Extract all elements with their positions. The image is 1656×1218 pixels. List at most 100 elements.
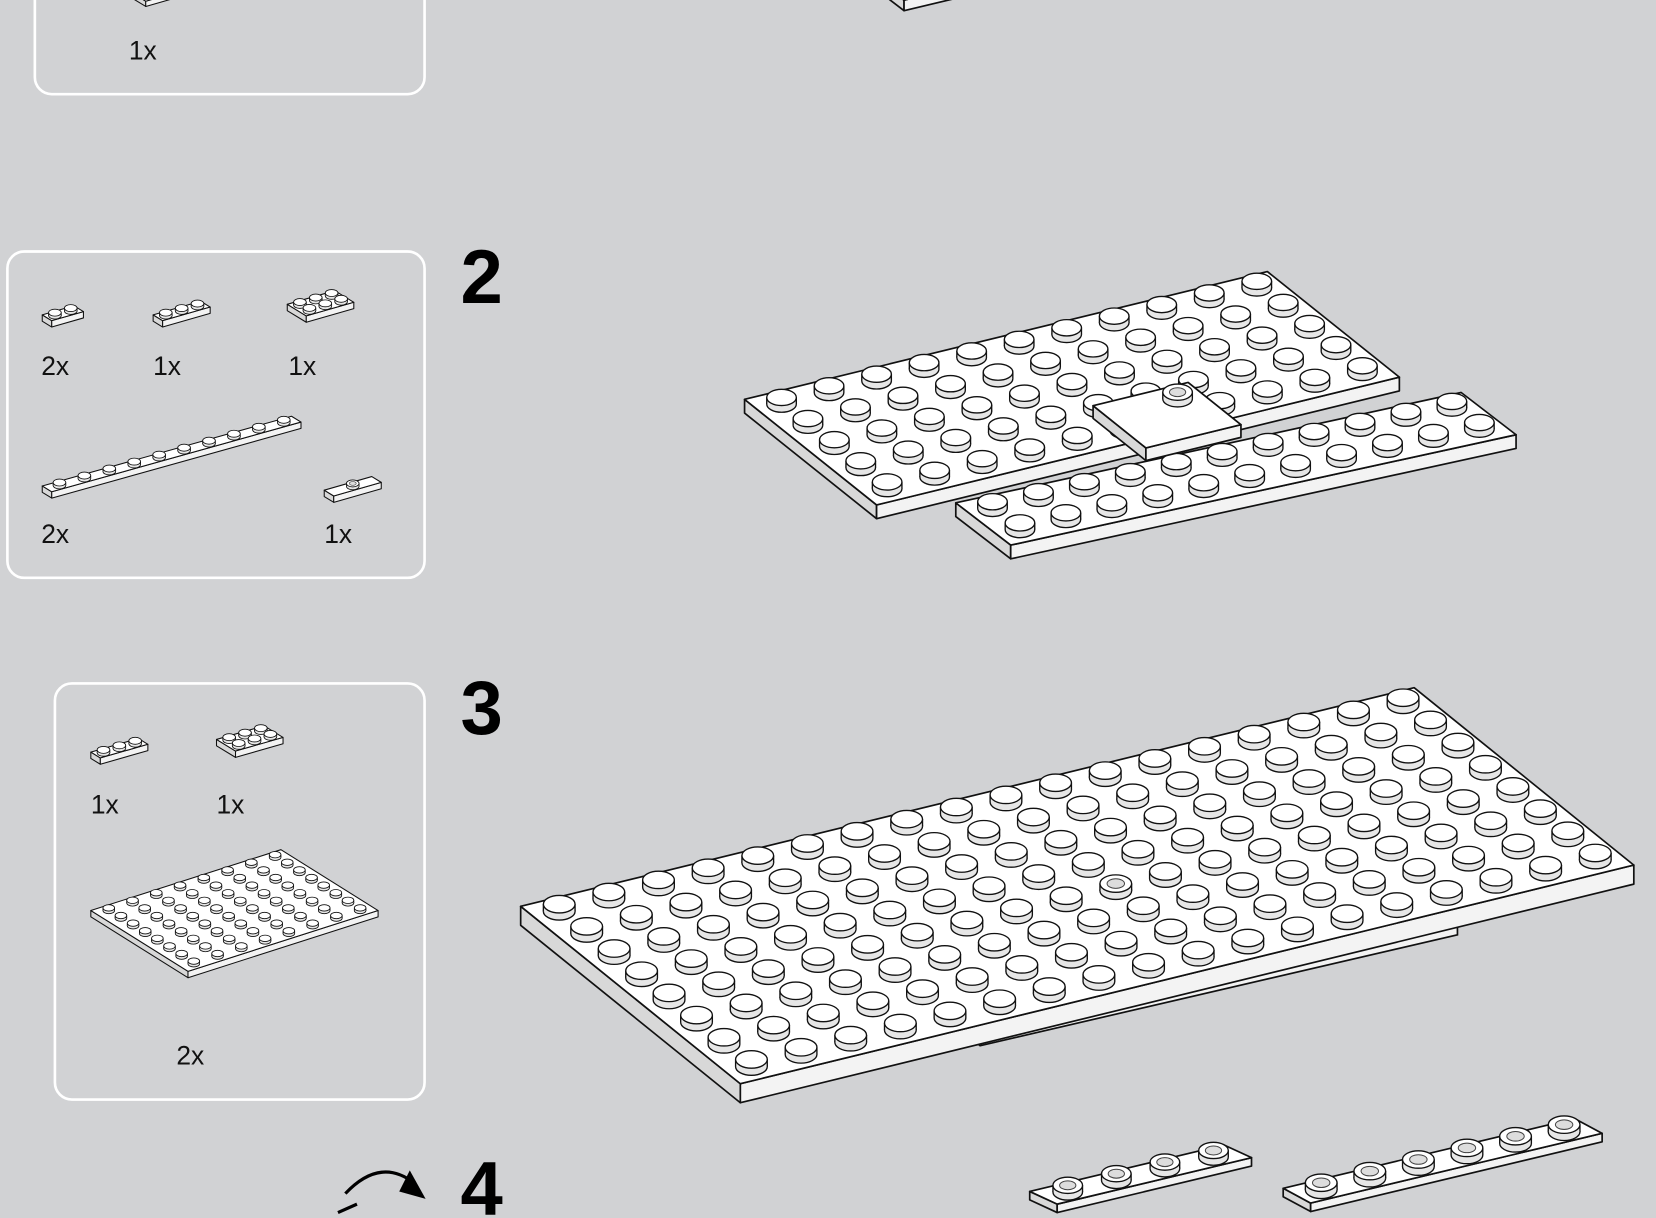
stud-top <box>768 868 802 888</box>
stud <box>1198 849 1232 876</box>
stud <box>318 299 333 311</box>
stud <box>231 739 246 750</box>
stud <box>1215 759 1249 785</box>
stud-top <box>1000 898 1034 918</box>
stud <box>1004 514 1036 539</box>
stud <box>1252 432 1284 458</box>
model-step-4-right <box>1282 1115 1603 1213</box>
stud <box>1304 1173 1338 1200</box>
stud <box>234 919 248 930</box>
stud <box>961 396 993 421</box>
stud <box>1342 756 1376 783</box>
stud <box>1419 767 1453 793</box>
stud <box>784 1037 818 1064</box>
stud-top <box>977 932 1011 952</box>
stud <box>233 873 246 884</box>
stud-top <box>945 854 979 873</box>
stud-top <box>1429 880 1463 899</box>
stud-top <box>209 881 223 889</box>
stud-top <box>873 900 907 920</box>
stud <box>1000 898 1034 925</box>
stud <box>1402 857 1436 884</box>
stud-top <box>1298 422 1330 441</box>
stud-top <box>906 979 940 999</box>
stud-top <box>324 289 339 297</box>
stud <box>341 896 355 907</box>
part-plate-1x3 <box>152 299 211 328</box>
stud-top <box>696 914 730 934</box>
stud-top <box>222 934 236 942</box>
stud-top <box>1352 869 1386 889</box>
stud-top <box>202 436 216 445</box>
stud <box>227 429 241 441</box>
stud-top <box>162 919 176 927</box>
parts-box-step-2 <box>6 250 426 580</box>
stud-top <box>890 809 924 829</box>
stud <box>96 745 111 757</box>
step-number-4: 4 <box>460 1147 502 1218</box>
stud-top <box>1314 734 1348 754</box>
stud <box>779 981 813 1008</box>
stud <box>878 957 912 984</box>
stud-top <box>950 910 984 930</box>
stud-top <box>234 896 247 904</box>
stud-top <box>1424 823 1458 843</box>
stud-top <box>198 919 212 927</box>
stud <box>222 733 236 744</box>
stud <box>734 1050 768 1076</box>
stud-top <box>1251 380 1283 398</box>
stud <box>1390 402 1422 427</box>
stud <box>751 959 785 986</box>
stud-top <box>252 422 266 431</box>
part-qty: 2x <box>41 519 69 549</box>
stud-top <box>1126 896 1160 916</box>
stud-top <box>773 924 808 944</box>
stud-top <box>48 308 62 317</box>
part-qty: 1x <box>91 789 119 819</box>
stud <box>1104 930 1138 957</box>
plate-side <box>888 0 905 12</box>
stud <box>972 876 1006 903</box>
stud <box>796 890 830 917</box>
stud-top <box>1344 412 1376 431</box>
stud-top <box>309 293 323 302</box>
stud <box>1380 892 1414 919</box>
stud <box>269 896 283 907</box>
stud-top <box>1188 473 1220 492</box>
stud <box>890 809 924 836</box>
stud <box>1523 799 1557 826</box>
stud-top <box>1303 882 1337 901</box>
stud-top <box>1056 372 1088 391</box>
stud-top <box>293 298 307 306</box>
stud-top <box>233 873 246 882</box>
stud-top <box>174 927 188 935</box>
stud <box>162 896 175 907</box>
stud <box>1424 823 1458 850</box>
stud <box>1187 736 1222 763</box>
stud-top <box>1237 724 1271 744</box>
stud <box>52 478 67 490</box>
stud-top <box>1252 432 1284 451</box>
stud <box>1578 843 1612 870</box>
stud-top <box>210 927 224 935</box>
stud <box>221 889 235 899</box>
stud-top <box>1523 799 1557 818</box>
part-plate-1x10 <box>41 415 302 499</box>
stud <box>269 873 282 884</box>
stud <box>1098 307 1130 332</box>
stud-top <box>1436 392 1468 411</box>
stud <box>1450 1138 1484 1165</box>
stud-top <box>851 934 885 954</box>
stud-top <box>1143 805 1177 825</box>
stud <box>1199 337 1231 363</box>
stud-top <box>1402 857 1436 877</box>
stud-top <box>150 911 164 920</box>
stud-top <box>900 922 934 942</box>
stud <box>818 430 850 456</box>
stud <box>702 971 736 998</box>
stud-top <box>282 927 296 935</box>
stud-top <box>1071 852 1105 871</box>
stud <box>306 919 319 930</box>
stud <box>1496 777 1530 803</box>
stud-top <box>619 904 653 924</box>
